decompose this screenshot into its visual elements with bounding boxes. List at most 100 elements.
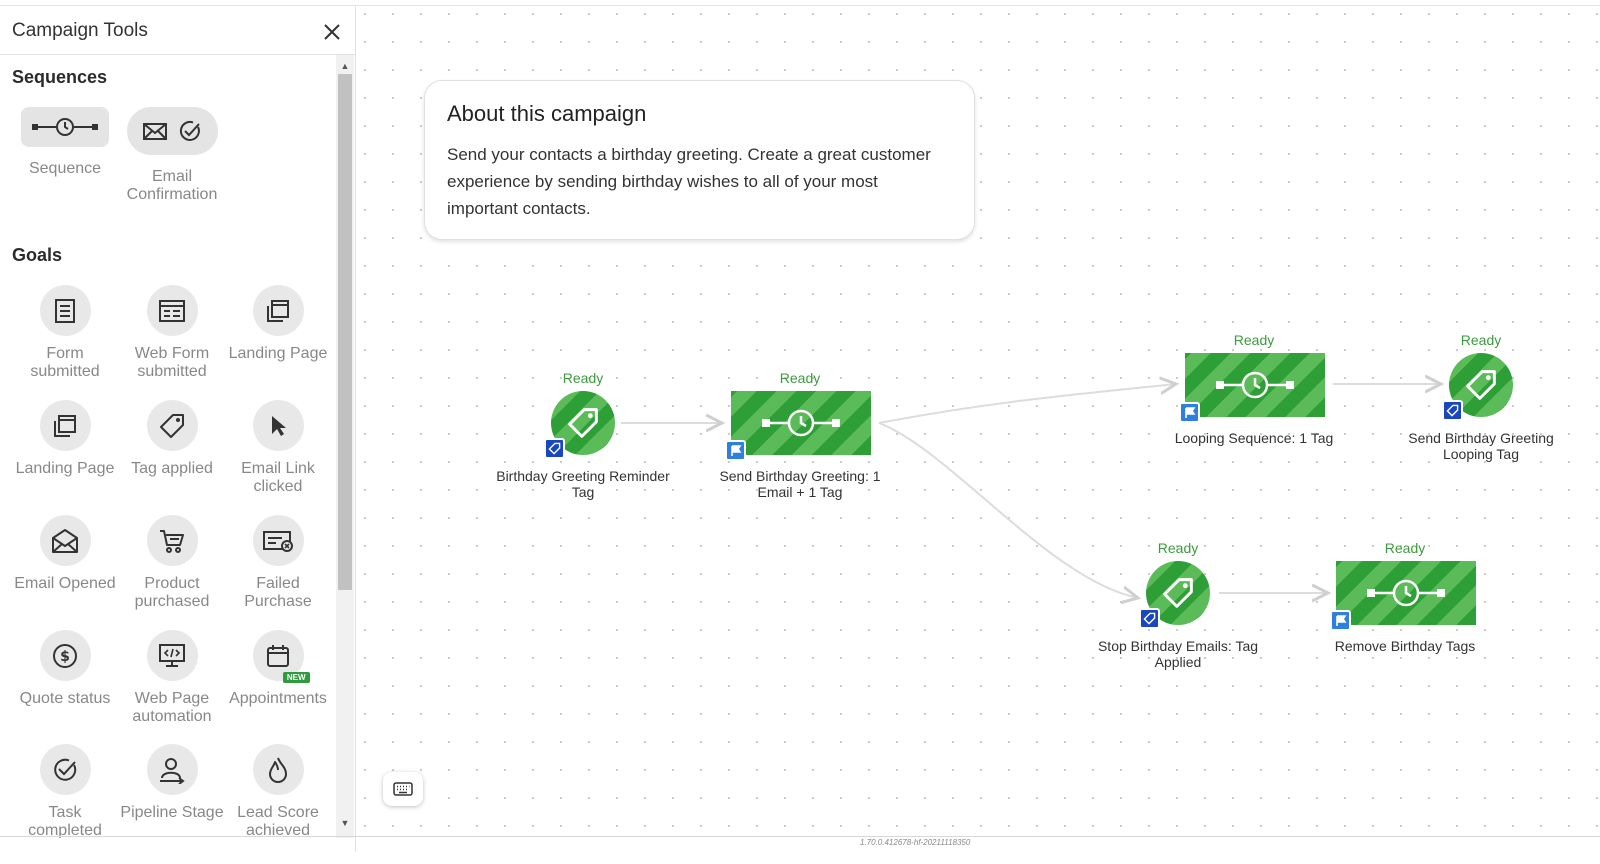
tool-label: Landing Page: [15, 460, 115, 477]
link-line: [878, 422, 1138, 598]
tool-email-opened[interactable]: Email Opened: [12, 515, 118, 593]
failed-card-icon: [252, 515, 304, 566]
landing-page-icon: [252, 285, 304, 336]
sequence-tool-icon: [21, 107, 109, 147]
tool-label: Sequence: [28, 160, 102, 177]
envelope-icon: [143, 123, 167, 140]
landing-page-icon: [39, 400, 91, 451]
svg-text:$: $: [60, 649, 70, 665]
tool-email-confirmation[interactable]: Email Confirmation: [119, 107, 225, 204]
check-circle-icon: [179, 120, 200, 141]
panel-header: Campaign Tools: [0, 6, 355, 55]
campaign-tools-panel: Campaign Tools Sequences Sequence: [0, 6, 356, 852]
about-text: Send your contacts a birthday greeting. …: [447, 145, 931, 218]
tool-landing-page-2[interactable]: Landing Page: [12, 400, 118, 478]
sequence-clock-icon: [32, 118, 98, 136]
node-stop-birthday-emails[interactable]: [1139, 561, 1210, 629]
flag-badge-icon: [725, 440, 746, 461]
node-label: Stop Birthday Emails: Tag Applied: [1097, 638, 1259, 670]
tool-email-link-clicked[interactable]: Email Link clicked: [225, 400, 331, 496]
cursor-icon: [252, 400, 304, 451]
web-form-icon: [146, 285, 198, 336]
tool-label: Lead Score achieved: [237, 804, 319, 838]
clock-icon: [1216, 371, 1294, 399]
node-send-birthday-greeting[interactable]: [725, 391, 871, 461]
node-label: Send Birthday Greeting Looping Tag: [1408, 430, 1554, 462]
node-status: Ready: [1233, 332, 1275, 348]
tool-sequence[interactable]: Sequence: [12, 107, 118, 178]
node-remove-birthday-tags[interactable]: [1330, 561, 1476, 631]
tool-label: Quote status: [19, 690, 111, 707]
tool-landing-page[interactable]: Landing Page: [225, 285, 331, 363]
tool-label: Email Confirmation: [126, 168, 218, 203]
node-status: Ready: [1460, 332, 1502, 348]
sequence-node-shape: [731, 391, 871, 455]
keyboard-icon: [393, 782, 413, 796]
tool-label: Tag applied: [131, 460, 213, 477]
tool-quote-status[interactable]: $ Quote status: [12, 630, 118, 708]
tool-label: Landing Page: [228, 345, 328, 362]
tool-label: Email Link clicked: [241, 460, 315, 495]
section-sequences: Sequences: [12, 67, 108, 87]
tool-product-purchased[interactable]: Product purchased: [119, 515, 225, 611]
node-label: Send Birthday Greeting: 1 Email + 1 Tag: [719, 468, 881, 500]
check-circle-icon: [39, 744, 91, 795]
node-label: Looping Sequence: 1 Tag: [1174, 430, 1334, 446]
version-label: 1.70.0.412678-hf-20211118350: [860, 838, 971, 847]
form-icon: [39, 285, 91, 336]
node-birthday-greeting-reminder-tag[interactable]: [544, 391, 615, 459]
tag-icon: [568, 408, 598, 438]
flag-badge-icon: [1179, 402, 1200, 423]
tool-label: Web Page automation: [132, 690, 212, 725]
tag-icon: [1163, 578, 1193, 608]
tool-web-form-submitted[interactable]: Web Form submitted: [119, 285, 225, 381]
scroll-up-icon[interactable]: ▲: [340, 61, 350, 71]
tool-label: Task completed: [28, 804, 102, 838]
dollar-icon: $: [39, 630, 91, 681]
tool-label: Product purchased: [134, 575, 210, 610]
flame-icon: [252, 744, 304, 795]
tag-icon: [1466, 370, 1496, 400]
close-icon[interactable]: [322, 22, 342, 42]
footer-border: [0, 836, 1600, 837]
tag-badge-icon: [1442, 400, 1463, 421]
scroll-down-icon[interactable]: ▼: [340, 818, 350, 828]
tool-tag-applied[interactable]: Tag applied: [119, 400, 225, 478]
sequence-node-shape: [1336, 561, 1476, 625]
scrollbar-thumb[interactable]: [338, 74, 352, 590]
tool-label: Web Form submitted: [134, 345, 210, 380]
tool-label: Failed Purchase: [244, 575, 312, 610]
node-send-birthday-greeting-looping-tag[interactable]: [1442, 353, 1513, 421]
tool-form-submitted[interactable]: Form submitted: [12, 285, 118, 381]
tool-label: Pipeline Stage: [120, 804, 224, 821]
about-title: About this campaign: [447, 101, 647, 126]
tool-task-completed[interactable]: Task completed: [12, 744, 118, 838]
tool-lead-score-achieved[interactable]: Lead Score achieved: [225, 744, 331, 838]
node-status: Ready: [779, 370, 821, 386]
node-label: Remove Birthday Tags: [1334, 638, 1476, 654]
tool-label: Email Opened: [14, 575, 116, 592]
clock-icon: [762, 409, 840, 437]
sequence-node-shape: [1185, 353, 1325, 417]
tool-label: Appointments: [229, 690, 327, 707]
node-looping-sequence[interactable]: [1179, 353, 1325, 423]
section-goals: Goals: [12, 245, 63, 265]
tool-pipeline-stage[interactable]: Pipeline Stage: [119, 744, 225, 822]
calendar-icon: NEW: [252, 630, 310, 683]
tag-badge-icon: [544, 438, 565, 459]
cart-icon: [146, 515, 198, 566]
tool-web-page-automation[interactable]: Web Page automation: [119, 630, 225, 726]
tool-failed-purchase[interactable]: Failed Purchase: [225, 515, 331, 611]
top-border: [0, 5, 1600, 6]
keyboard-shortcuts-button[interactable]: [383, 772, 423, 806]
new-badge: NEW: [282, 672, 310, 683]
tool-appointments[interactable]: NEW Appointments: [225, 630, 331, 708]
node-status: Ready: [562, 370, 604, 386]
clock-icon: [1367, 579, 1445, 607]
email-opened-icon: [39, 515, 91, 566]
tool-label: Form submitted: [30, 345, 100, 380]
tools-list: Sequences Sequence: [0, 55, 336, 838]
code-monitor-icon: [146, 630, 198, 681]
node-label: Birthday Greeting Reminder Tag: [496, 468, 670, 500]
